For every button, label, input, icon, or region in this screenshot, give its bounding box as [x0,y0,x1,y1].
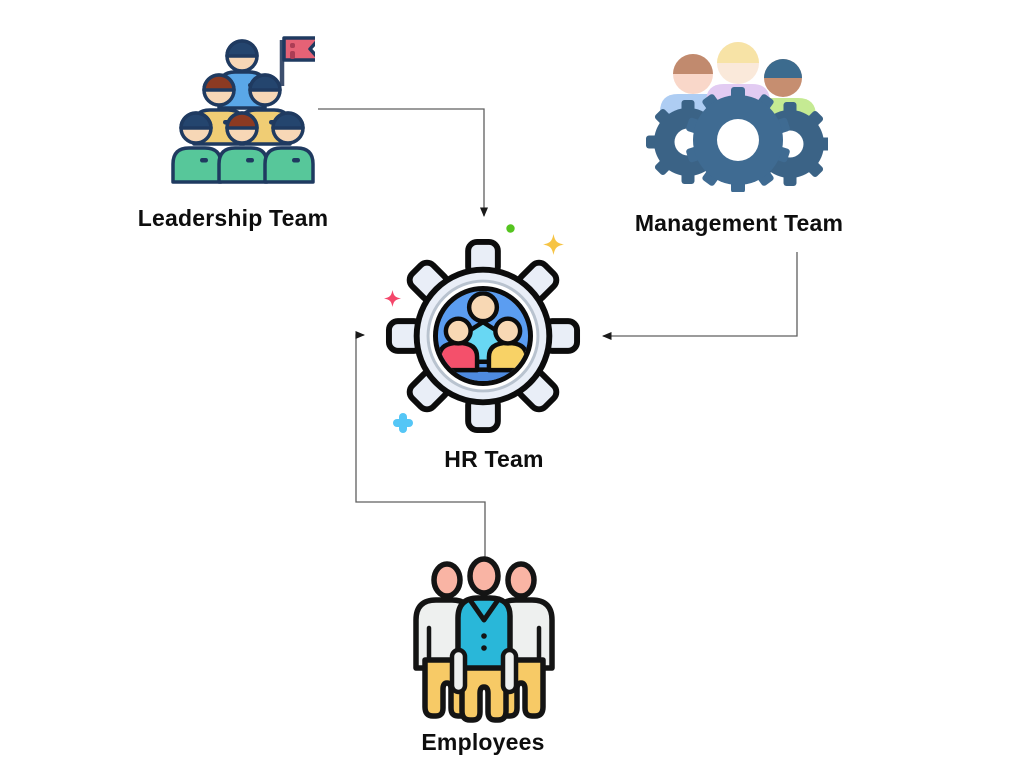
leadership-team-label: Leadership Team [137,205,329,231]
sparkle-plus-cyan [393,413,413,433]
edge-employees-to-hr [355,331,486,558]
edge-management-to-hr [602,252,798,340]
management-gears-icon [646,42,828,192]
leadership-team-icon [171,36,315,184]
edge-leadership-to-hr [318,108,488,217]
hr-gear-people-icon [385,238,581,434]
sparkle-dot-green [506,224,515,233]
management-team-label: Management Team [634,210,844,236]
sparkle-star-gold [543,234,564,255]
employees-label: Employees [421,729,545,755]
employees-icon [413,556,555,723]
flag [282,36,315,62]
hr-team-label: HR Team [444,446,544,472]
sparkle-star-pink [384,290,401,307]
